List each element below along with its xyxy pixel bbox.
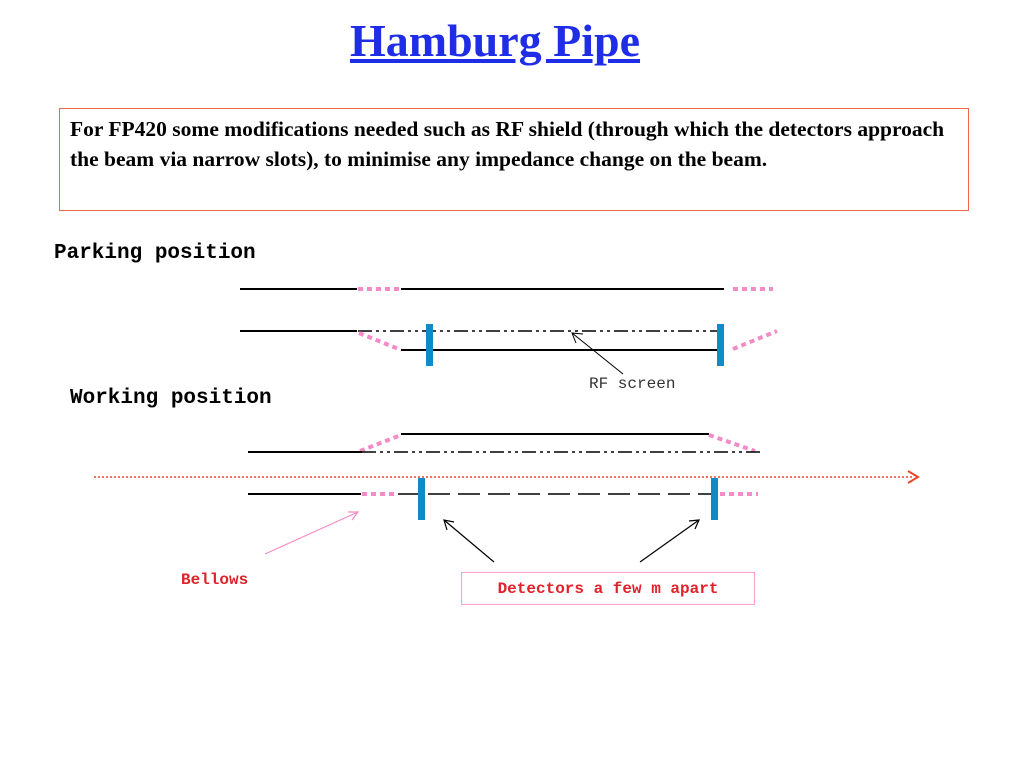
bellows-arrow	[264, 511, 359, 555]
working-bellows-slope-right	[708, 433, 756, 453]
bellows-arrowhead	[348, 511, 360, 521]
detectors-label: Detectors a few m apart	[497, 580, 719, 598]
detector-arrowhead-left	[443, 519, 455, 531]
detector-arrow-left	[443, 519, 495, 563]
rf-screen-arrowhead	[571, 332, 584, 344]
page-title: Hamburg Pipe	[349, 15, 641, 66]
working-detector-right	[711, 478, 718, 520]
rf-screen-arrow	[571, 332, 624, 375]
working-pipe	[94, 433, 920, 520]
parking-bellows-slope-left	[358, 331, 402, 352]
working-bellows-slope-left	[359, 433, 402, 453]
working-detector-left	[418, 478, 425, 520]
bellows-label: Bellows	[181, 571, 249, 589]
info-text: For FP420 some modifications needed such…	[70, 117, 945, 171]
detectors-box: Detectors a few m apart	[461, 572, 755, 605]
parking-detector-left	[426, 324, 433, 366]
parking-position-label: Parking position	[54, 242, 256, 265]
parking-detector-right	[717, 324, 724, 366]
detector-arrowhead-right	[688, 519, 700, 530]
info-box: For FP420 some modifications needed such…	[59, 108, 969, 211]
beam-arrowhead	[907, 470, 920, 484]
parking-pipe	[240, 287, 778, 375]
working-position-label: Working position	[70, 387, 272, 410]
rf-screen-label: RF screen	[589, 375, 676, 393]
detector-arrow-right	[639, 519, 700, 563]
parking-bellows-slope-right	[732, 329, 778, 351]
